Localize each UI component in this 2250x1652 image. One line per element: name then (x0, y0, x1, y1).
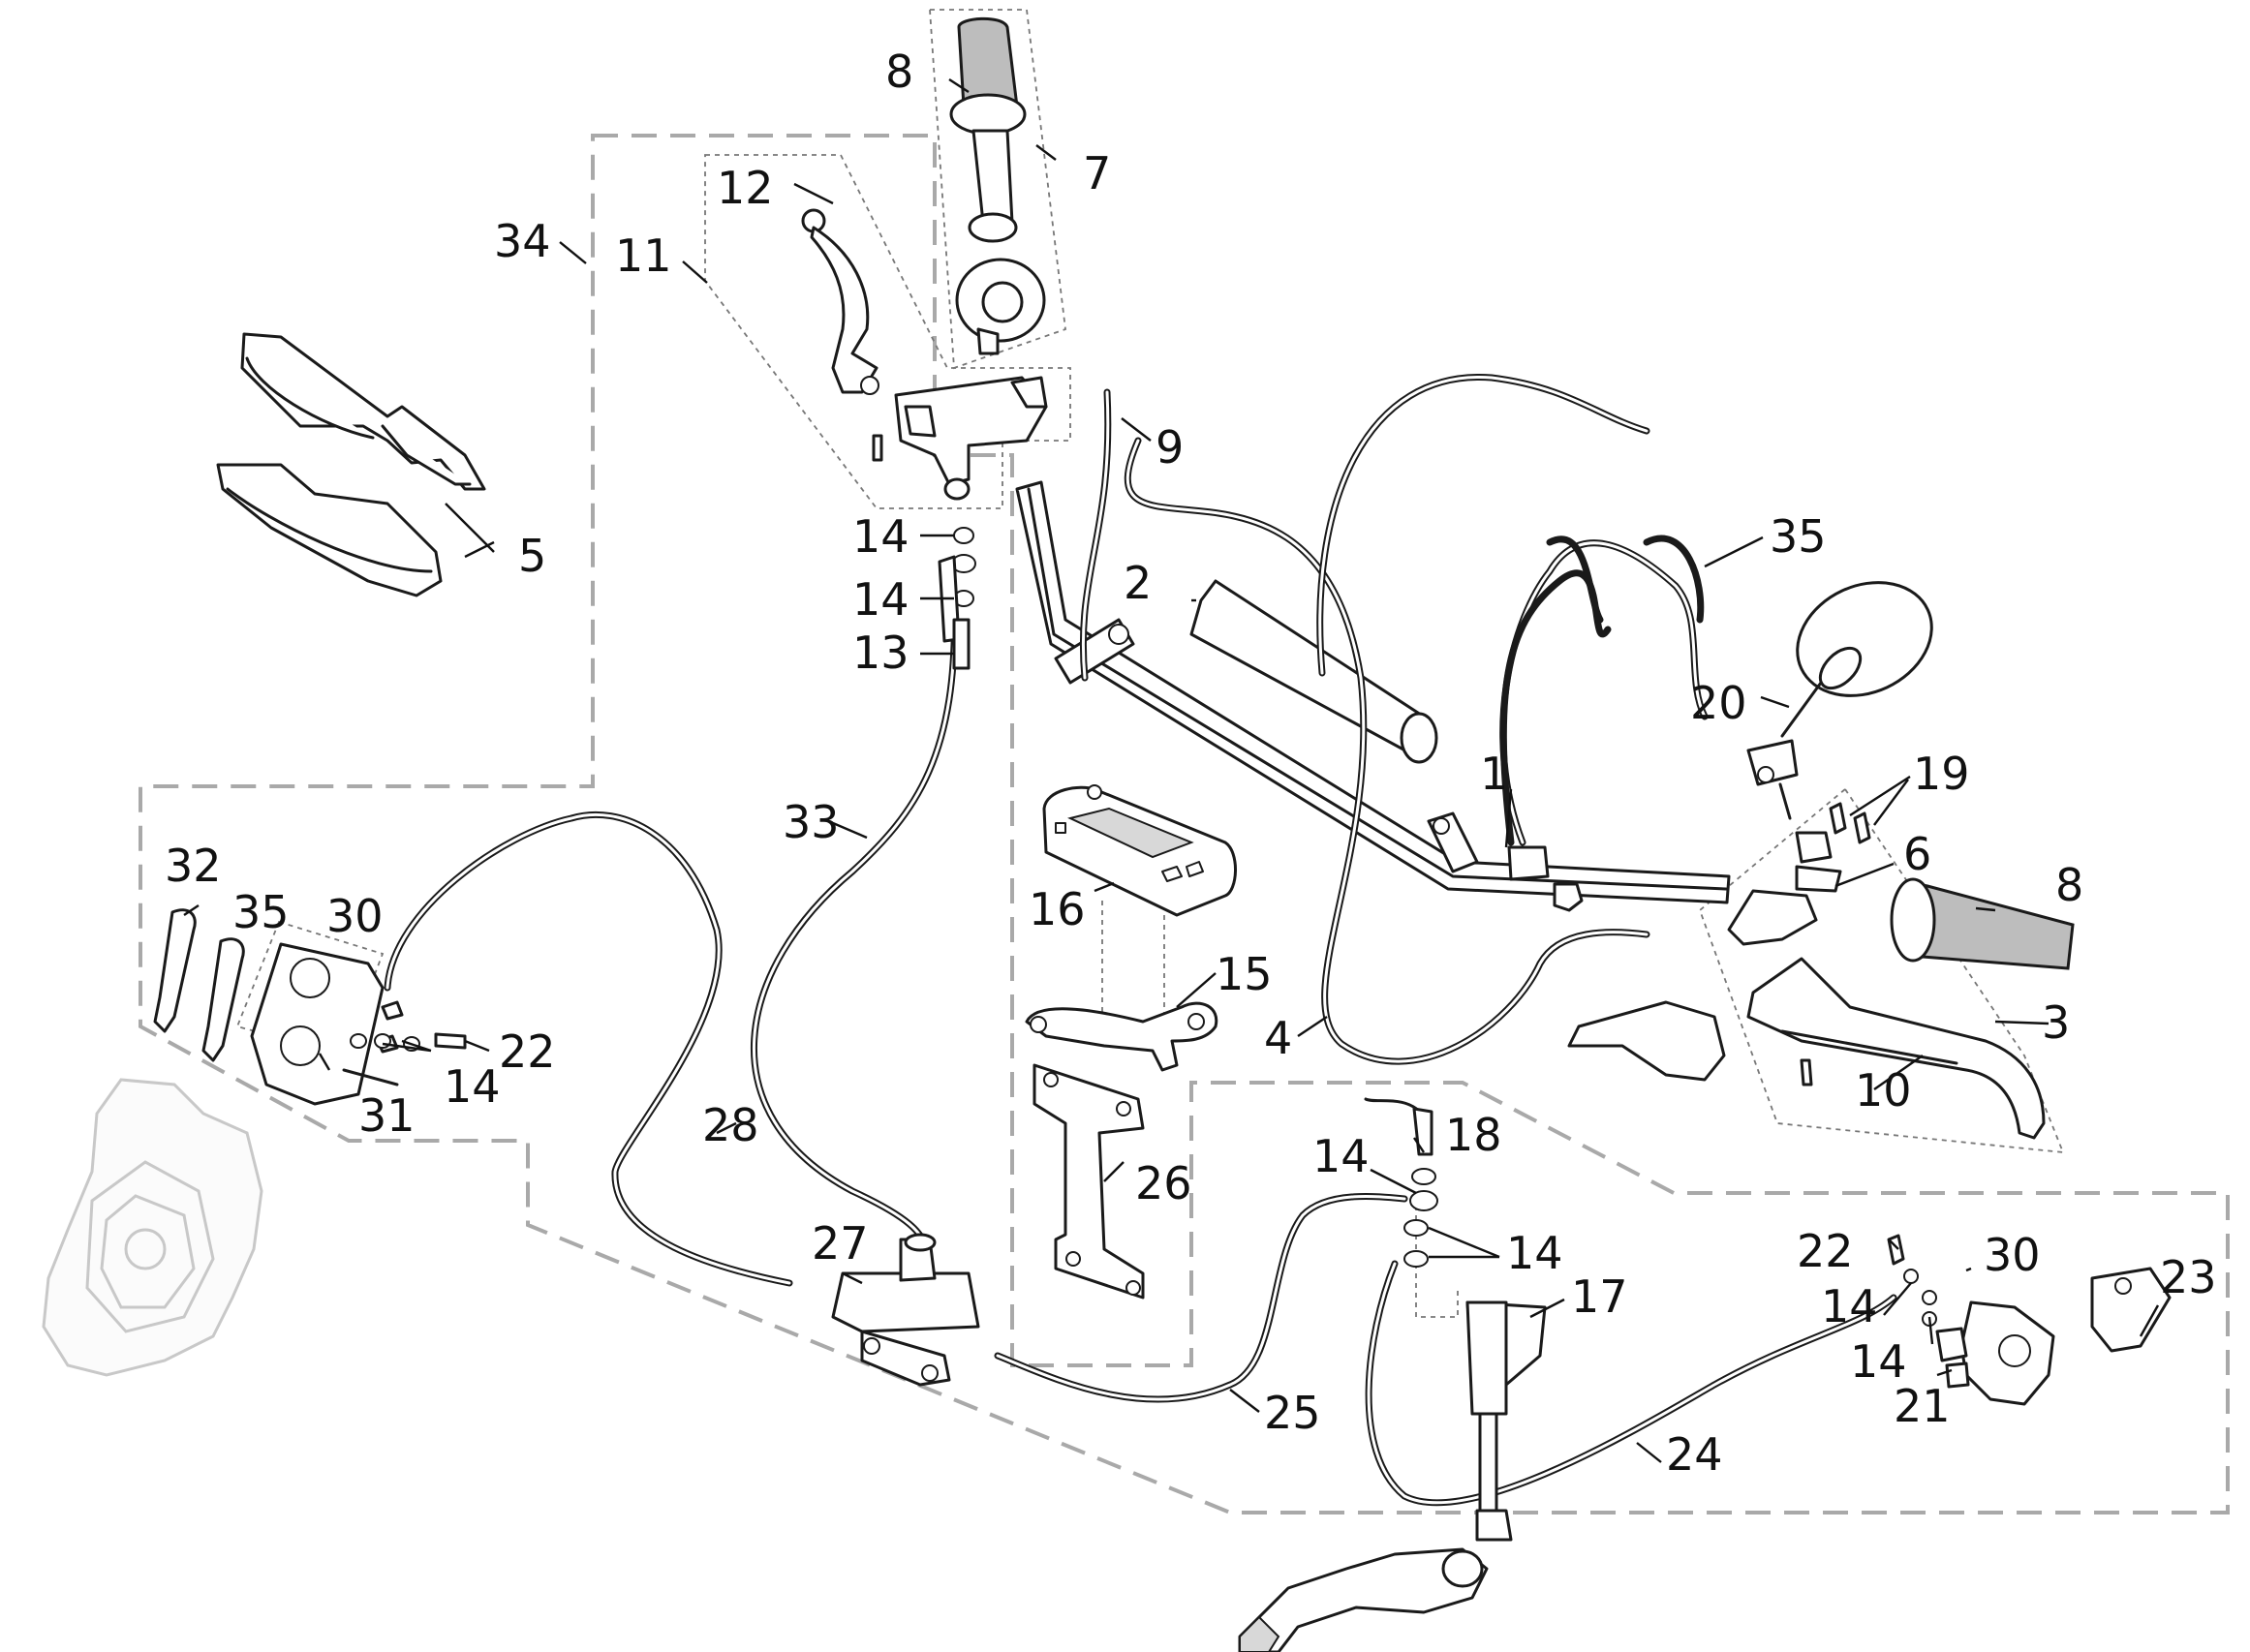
brake-pedal (1238, 1547, 1489, 1652)
part-label-25: 25 (1264, 1387, 1321, 1439)
mirror-assembly (1727, 581, 1933, 946)
part-label-14-d: 14 (1312, 1130, 1370, 1182)
part-label-14-b: 14 (852, 573, 909, 626)
part-label-15: 15 (1216, 948, 1273, 1000)
part-label-27: 27 (812, 1217, 869, 1270)
part-label-8-left: 8 (885, 46, 913, 98)
part-label-11: 11 (615, 229, 672, 282)
part-label-14-e: 14 (1506, 1227, 1563, 1279)
part-label-35-a: 35 (232, 886, 290, 938)
small-hardware (350, 527, 1438, 1268)
part-label-30-b: 30 (1984, 1229, 2041, 1281)
part-label-34: 34 (494, 215, 551, 267)
part-label-13: 13 (852, 627, 909, 679)
part-label-16: 16 (1029, 883, 1086, 935)
display-and-brackets (1025, 784, 1237, 1300)
part-label-14-f: 14 (1821, 1280, 1878, 1332)
part-label-22-a: 22 (499, 1025, 556, 1078)
handlebar-assembly (1015, 480, 1731, 912)
part-label-30-a: 30 (326, 890, 384, 942)
part-label-6: 6 (1903, 828, 1931, 880)
throttle-grip-assembly (949, 16, 1046, 355)
part-label-21: 21 (1894, 1380, 1951, 1432)
part-label-18: 18 (1445, 1109, 1502, 1161)
part-label-17: 17 (1571, 1270, 1628, 1323)
handguards (216, 332, 486, 597)
part-label-3: 3 (2042, 996, 2070, 1049)
part-label-7: 7 (1083, 147, 1111, 199)
clutch-lever-grip (1567, 877, 2075, 1140)
master-cylinders (831, 1233, 1547, 1542)
front-caliper-assembly (153, 908, 404, 1106)
part-label-24: 24 (1666, 1428, 1723, 1481)
brake-lever-master-cylinder (801, 208, 1048, 501)
part-label-12: 12 (717, 162, 774, 214)
part-label-2: 2 (1124, 557, 1152, 609)
part-label-14-c: 14 (444, 1060, 501, 1113)
leader-lines (183, 77, 2160, 1463)
part-label-5: 5 (518, 530, 546, 582)
group-outline-7 (929, 9, 1066, 370)
brake-disc-ghost (42, 1078, 263, 1377)
part-label-23: 23 (2160, 1251, 2217, 1303)
part-label-1: 1 (1480, 748, 1508, 800)
part-label-4: 4 (1264, 1012, 1292, 1064)
part-label-14-a: 14 (852, 510, 909, 563)
part-label-9: 9 (1156, 421, 1184, 474)
part-label-19: 19 (1913, 748, 1970, 800)
part-label-32: 32 (165, 840, 222, 892)
group-outline-34 (139, 134, 2230, 1514)
part-label-28: 28 (702, 1099, 759, 1151)
part-label-8-right: 8 (2055, 859, 2083, 911)
part-label-35-b: 35 (1770, 510, 1827, 563)
cables (384, 374, 1897, 1507)
rear-caliper-assembly (1887, 1234, 2172, 1406)
part-label-22-b: 22 (1797, 1225, 1854, 1277)
part-label-33: 33 (783, 796, 840, 848)
part-label-31: 31 (358, 1089, 416, 1142)
part-label-20: 20 (1690, 677, 1747, 729)
part-label-10: 10 (1855, 1064, 1912, 1117)
part-number-labels: 1 2 3 4 5 6 7 8 8 9 10 11 12 13 14 14 14… (165, 46, 2217, 1481)
group-outline-11 (704, 154, 1071, 509)
group-outline-16 (1101, 901, 1165, 1015)
part-label-26: 26 (1135, 1157, 1192, 1209)
part-label-14-g: 14 (1850, 1335, 1907, 1388)
group-outline-17 (1415, 1206, 1459, 1318)
